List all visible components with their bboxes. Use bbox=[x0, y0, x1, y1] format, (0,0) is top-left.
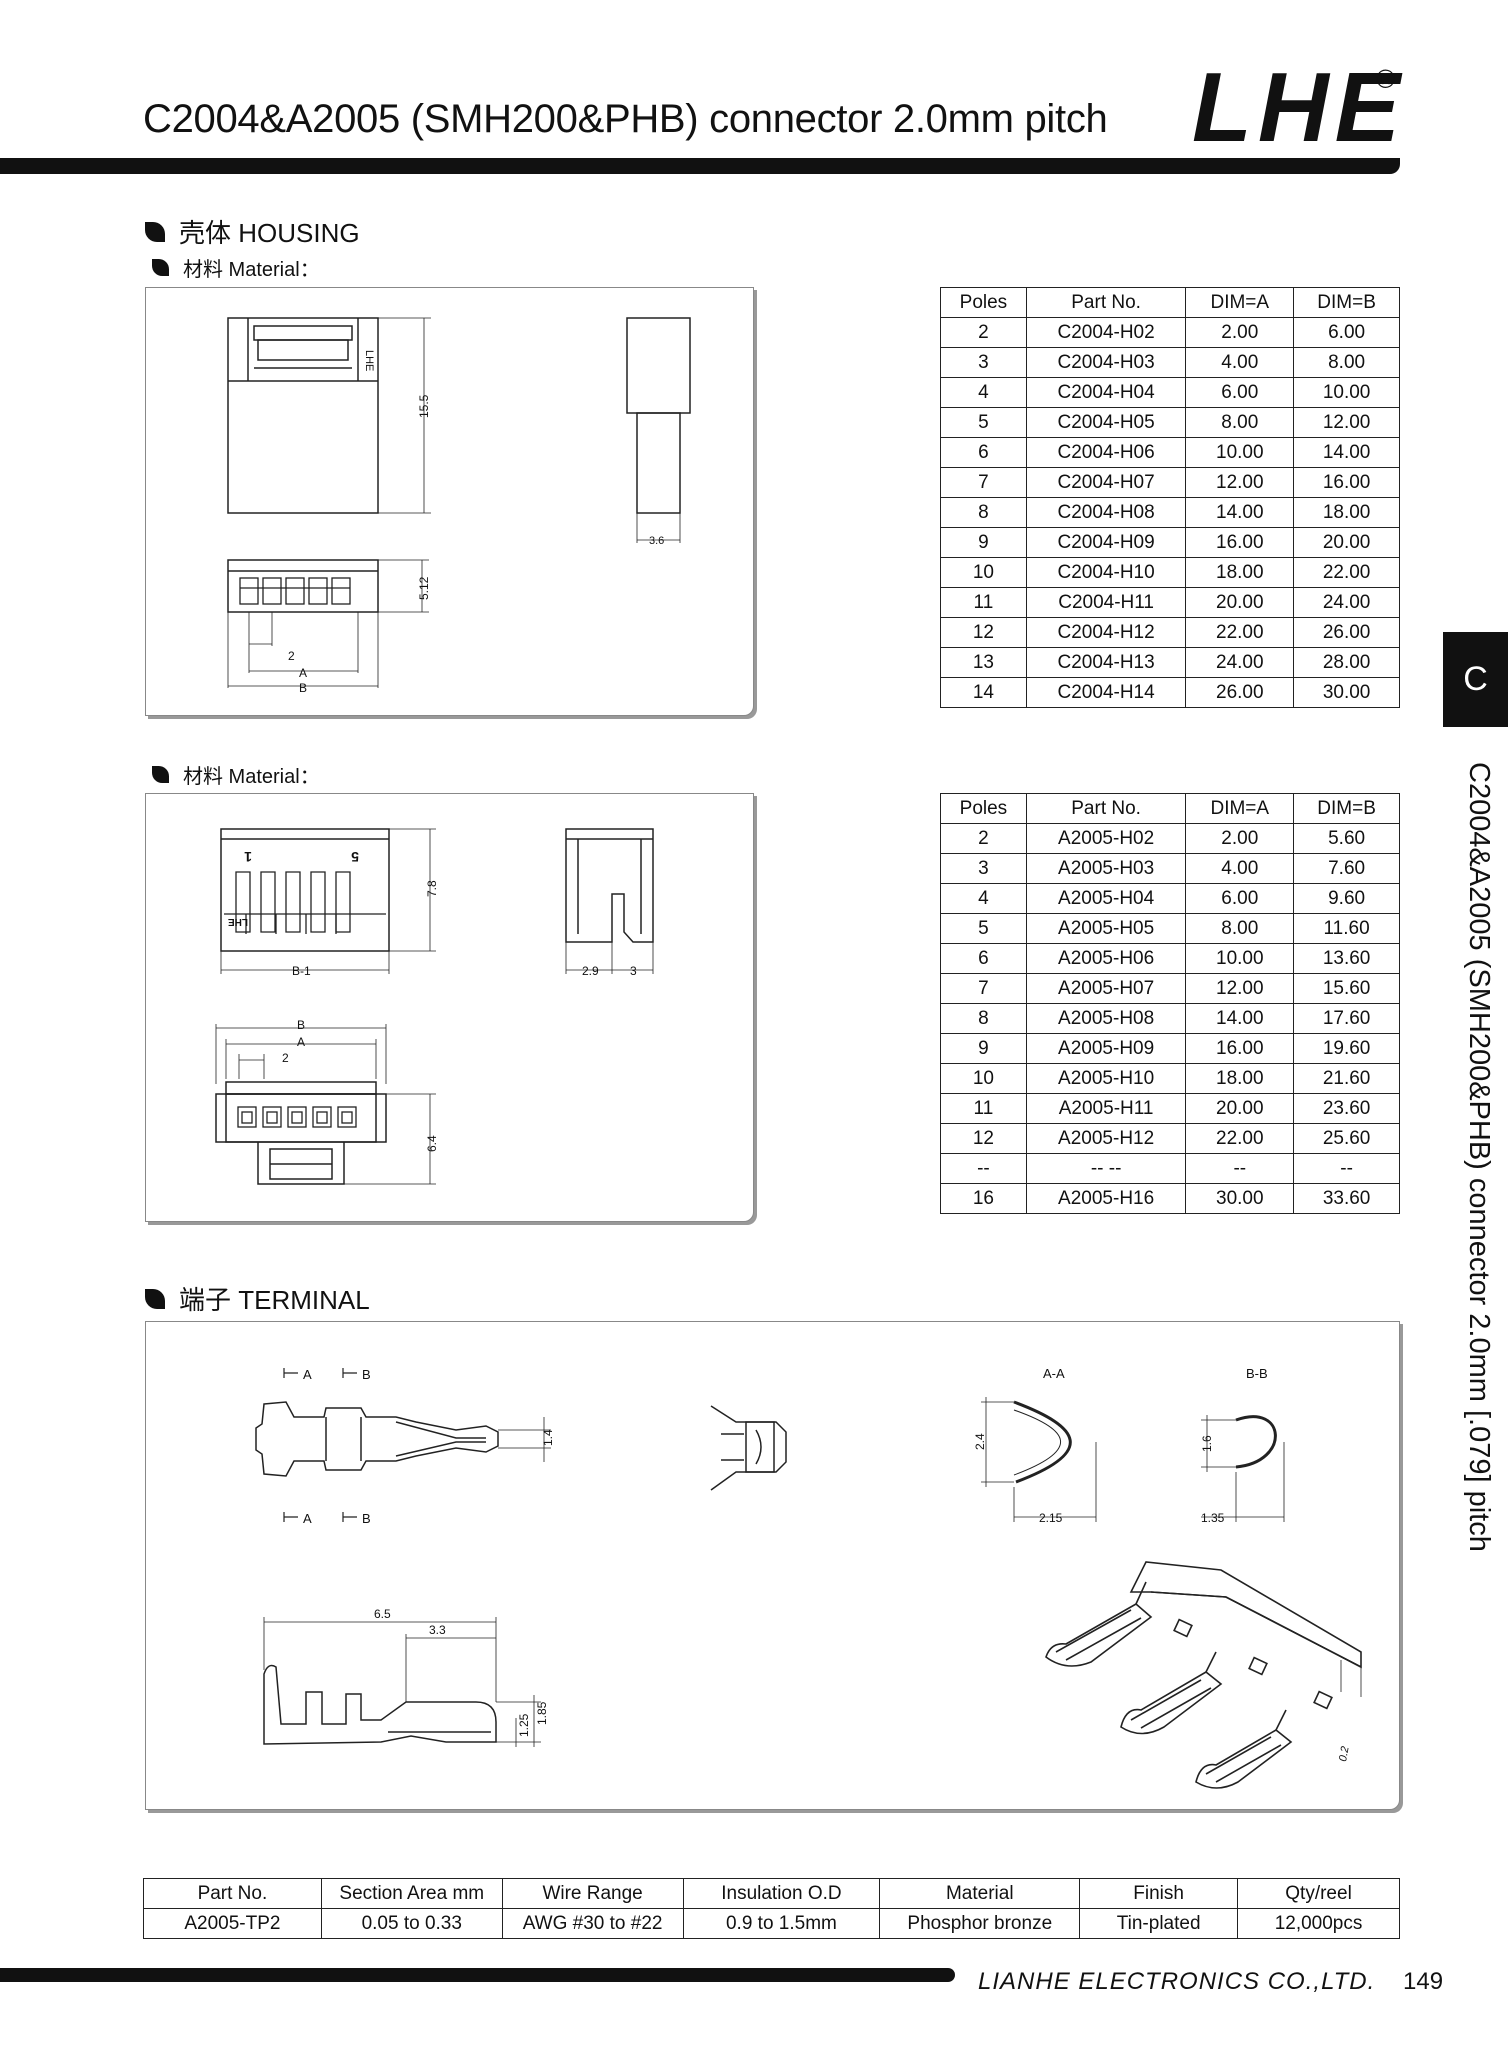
leaf-bullet-icon bbox=[145, 1288, 165, 1309]
housing-logo-mark: LHE bbox=[363, 350, 375, 371]
page-number: 149 bbox=[1403, 1968, 1444, 1995]
header-bar bbox=[0, 158, 1400, 174]
brand-logo: LHE bbox=[1192, 52, 1406, 162]
dim-height-7-8: 7.8 bbox=[425, 880, 439, 897]
c2004-drawing-panel: LHE 15.5 3.6 5.12 2 A B bbox=[145, 287, 754, 716]
terminal-section-title: 端子 TERMINAL bbox=[145, 1280, 370, 1317]
table-row: ---- ------ bbox=[940, 1153, 1400, 1184]
dim-1-4: 1.4 bbox=[541, 1429, 555, 1446]
dim-width-3-6: 3.6 bbox=[649, 535, 664, 547]
dim-b-label-2: B bbox=[297, 1018, 305, 1032]
dim-front-height-6-4: 6.4 bbox=[425, 1135, 439, 1152]
page-title: C2004&A2005 (SMH200&PHB) connector 2.0mm… bbox=[143, 97, 1108, 141]
dim-3-3: 3.3 bbox=[429, 1623, 446, 1637]
dim-1-25: 1.25 bbox=[517, 1713, 531, 1737]
dim-2-15: 2.15 bbox=[1039, 1511, 1063, 1525]
dim-1-85: 1.85 bbox=[535, 1701, 549, 1725]
dim-side-3: 3 bbox=[630, 964, 637, 978]
housing-logo-mark-2: LHE bbox=[228, 916, 248, 927]
section-a-bottom: A bbox=[303, 1511, 312, 1526]
section-tab-c: C bbox=[1443, 632, 1508, 727]
leaf-bullet-icon bbox=[145, 221, 165, 242]
table-header-row: Poles Part No. DIM=A DIM=B bbox=[940, 287, 1400, 318]
dim-height-15-5: 15.5 bbox=[417, 394, 431, 418]
leaf-bullet-icon bbox=[152, 766, 169, 783]
section-aa-label: A-A bbox=[1043, 1366, 1065, 1381]
side-vertical-title: C2004&A2005 (SMH200&PHB) connector 2.0mm… bbox=[1463, 762, 1495, 1552]
table-header-row: Part No. Section Area mm Wire Range Insu… bbox=[143, 1878, 1400, 1909]
terminal-drawing-panel: A B A B 1.4 A-A 2.4 2.15 B-B 1.6 bbox=[145, 1321, 1400, 1810]
dim-pitch-2b: 2 bbox=[282, 1051, 289, 1065]
dim-6-5: 6.5 bbox=[374, 1607, 391, 1621]
terminal-drawing: A B A B 1.4 A-A 2.4 2.15 B-B 1.6 bbox=[255, 1366, 1362, 1789]
dim-a-label-2: A bbox=[297, 1035, 305, 1049]
dim-pitch-2: 2 bbox=[288, 649, 295, 663]
registered-mark: ® bbox=[1376, 64, 1396, 94]
table-header-row: Poles Part No. DIM=A DIM=B bbox=[940, 793, 1400, 824]
section-b-top: B bbox=[362, 1367, 371, 1382]
dim-1-6: 1.6 bbox=[1200, 1435, 1214, 1452]
footer-bar bbox=[0, 1968, 955, 1982]
company-name: LIANHE ELECTRONICS CO.,LTD. bbox=[978, 1968, 1376, 1995]
material-label-c2004: 材料 Material： bbox=[152, 253, 320, 282]
a2005-drawing-panel: 1 5 LHE 7.8 B-1 2.9 3 B A 2 bbox=[145, 793, 754, 1222]
dim-b-minus-1: B-1 bbox=[292, 964, 311, 978]
dim-front-height-5-12: 5.12 bbox=[417, 576, 431, 600]
dim-0-2: 0.2 bbox=[1337, 1745, 1351, 1762]
pin-mark-1: 1 bbox=[244, 849, 252, 865]
c2004-housing-drawing: LHE 15.5 3.6 5.12 2 A B bbox=[227, 317, 691, 695]
section-a-top: A bbox=[303, 1367, 312, 1382]
dim-a-label: A bbox=[299, 666, 307, 680]
section-bb-label: B-B bbox=[1246, 1366, 1268, 1381]
dim-1-35: 1.35 bbox=[1201, 1511, 1225, 1525]
terminal-spec-table: Part No. Section Area mm Wire Range Insu… bbox=[143, 1878, 1400, 1939]
dim-2-4: 2.4 bbox=[973, 1433, 987, 1450]
pin-mark-5: 5 bbox=[351, 849, 359, 865]
housing-section-title: 壳体 HOUSING bbox=[145, 213, 360, 250]
section-b-bottom: B bbox=[362, 1511, 371, 1526]
dim-side-2-9: 2.9 bbox=[582, 964, 599, 978]
a2005-housing-drawing: 1 5 LHE 7.8 B-1 2.9 3 B A 2 bbox=[215, 828, 654, 1185]
dim-b-label: B bbox=[299, 681, 307, 695]
table-row: A2005-TP2 0.05 to 0.33 AWG #30 to #22 0.… bbox=[143, 1908, 1400, 1939]
material-label-a2005: 材料 Material： bbox=[152, 760, 320, 789]
leaf-bullet-icon bbox=[152, 259, 169, 276]
